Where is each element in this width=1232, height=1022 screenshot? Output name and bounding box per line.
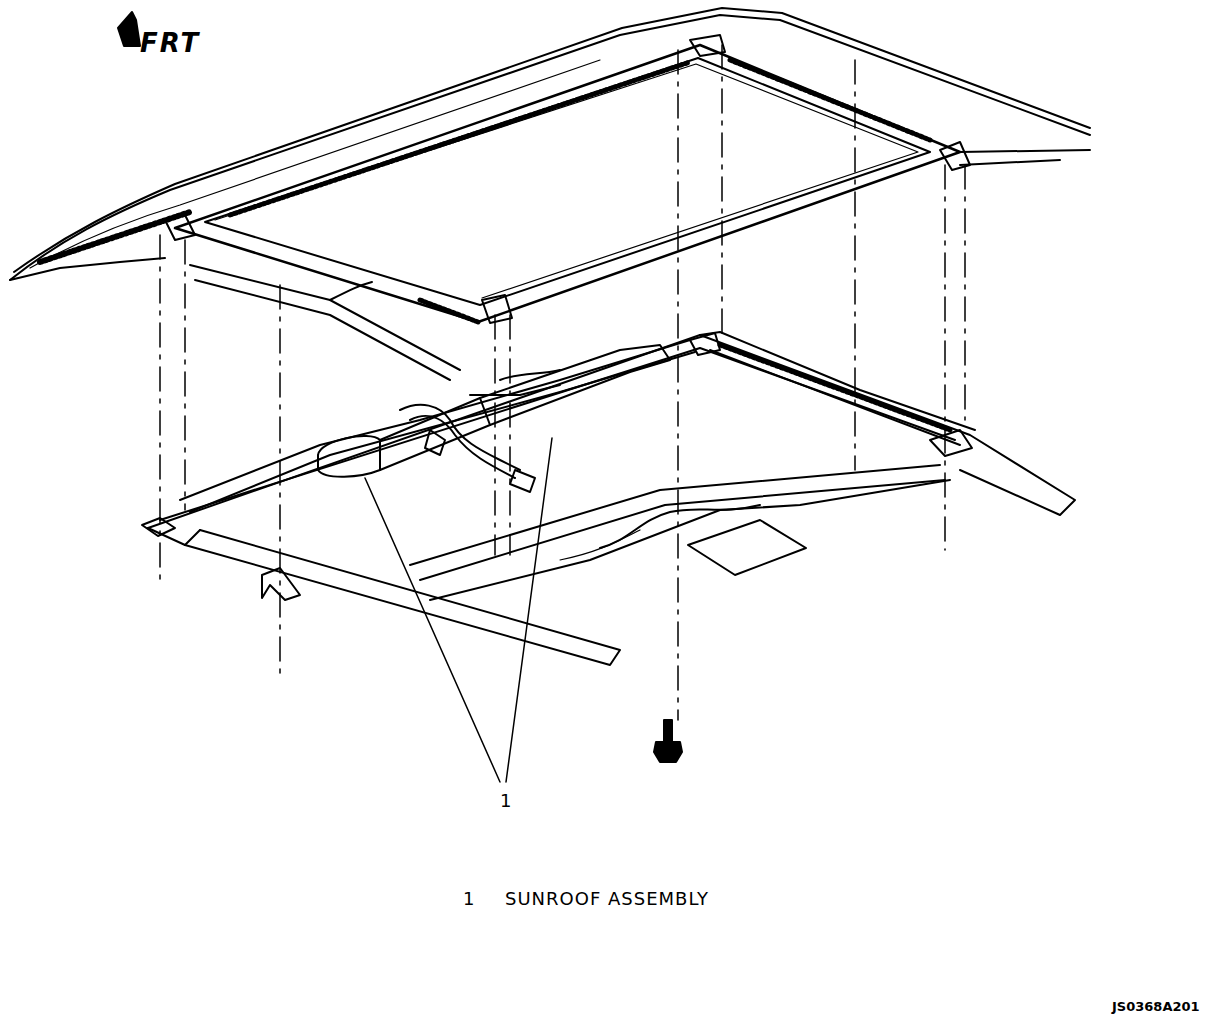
alignment-lines <box>160 45 965 720</box>
figure-code: JS0368A201 <box>1112 1000 1200 1013</box>
bolt <box>654 720 682 762</box>
leader-lines <box>365 438 552 782</box>
front-arrow <box>118 12 140 46</box>
part-name: SUNROOF ASSEMBLY <box>505 890 709 908</box>
sunroof-frame <box>142 332 1075 665</box>
front-label: FRT <box>140 30 200 56</box>
roof-panel <box>10 8 1090 380</box>
callout-number: 1 <box>500 792 511 810</box>
legend-number: 1 <box>463 890 474 908</box>
